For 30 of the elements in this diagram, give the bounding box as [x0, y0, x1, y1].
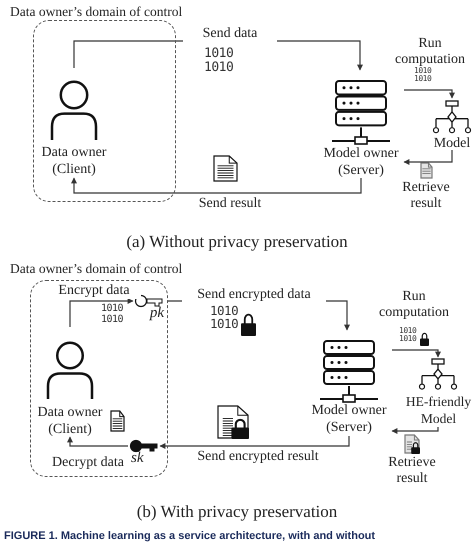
binary-data-text: 1010 1010 — [101, 304, 124, 325]
figure-caption: FIGURE 1. Machine learning as a service architecture, with and without — [4, 530, 376, 542]
key-node — [133, 293, 167, 321]
node-label: Model owner (Server) — [310, 402, 388, 436]
node-label: Data owner (Client) — [40, 144, 108, 178]
arrow — [391, 427, 439, 434]
node-label: HE-friendly Model — [404, 393, 472, 427]
edge-label: Send encrypted data — [182, 287, 326, 303]
arrow — [69, 298, 134, 327]
arrow — [403, 150, 453, 165]
binary-data-text: 1010 1010 — [399, 327, 418, 344]
node-label: Model — [432, 135, 472, 152]
subfigure-caption: (b) With privacy preservation — [136, 502, 338, 522]
arrow — [159, 436, 350, 449]
arrow — [71, 177, 362, 194]
subfigure-caption: (a) Without privacy preservation — [125, 232, 349, 252]
region-heading: Data owner’s domain of control — [10, 4, 182, 20]
model-node — [430, 98, 474, 150]
node-label: Model owner (Server) — [322, 145, 400, 179]
edge-label: Send data — [183, 26, 277, 42]
node-label: Data owner (Client) — [36, 404, 104, 438]
arrow — [404, 89, 455, 99]
binary-data-text: 1010 1010 — [414, 67, 432, 84]
region-heading: Data owner’s domain of control — [10, 261, 182, 277]
arrow — [67, 436, 128, 447]
binary-data-text: 1010 1010 — [210, 304, 240, 330]
key-label: sk — [130, 450, 145, 467]
key-label: pk — [148, 305, 166, 322]
binary-data-text: 1010 1010 — [204, 47, 234, 74]
arrow — [392, 349, 441, 358]
